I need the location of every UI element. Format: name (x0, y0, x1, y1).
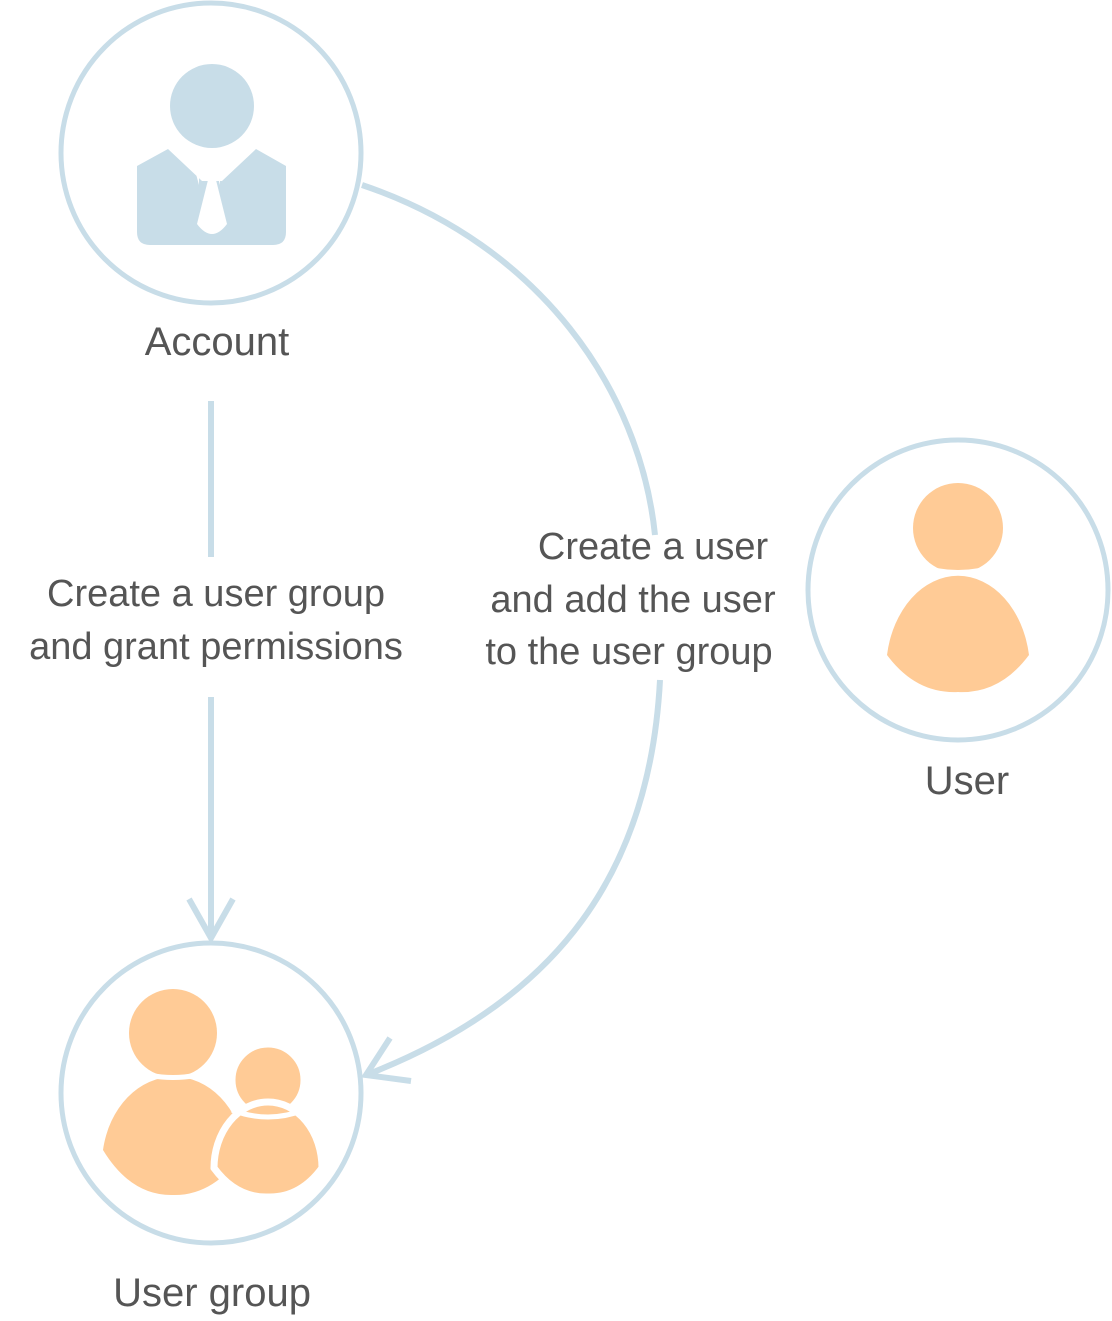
node-user: User (805, 437, 1111, 803)
edge-account-to-user-group: Create a user group and grant permission… (29, 401, 403, 945)
curve-lower (364, 679, 663, 1078)
edge-account-user-curve: Create a user and add the user to the us… (360, 182, 776, 1084)
people-group-icon (103, 989, 326, 1201)
account-label: Account (145, 320, 290, 364)
node-account: Account (58, 0, 364, 364)
curve-upper (361, 182, 658, 536)
node-user-group: User group (58, 940, 364, 1315)
edge-label-line-3: to the user group (485, 631, 772, 673)
account-ring (58, 0, 364, 306)
edge-label-line-1: Create a user (538, 526, 769, 568)
edge-label-line-2: and grant permissions (29, 626, 403, 668)
person-icon (887, 483, 1029, 693)
arrowhead-curve-icon (360, 1036, 412, 1084)
edge-label-line-1: Create a user group (47, 573, 385, 615)
user-group-label: User group (113, 1271, 311, 1315)
user-label: User (925, 759, 1009, 803)
business-person-icon (137, 64, 286, 245)
arrowhead-down-icon (186, 897, 236, 945)
edge-label-line-2: and add the user (490, 579, 776, 621)
